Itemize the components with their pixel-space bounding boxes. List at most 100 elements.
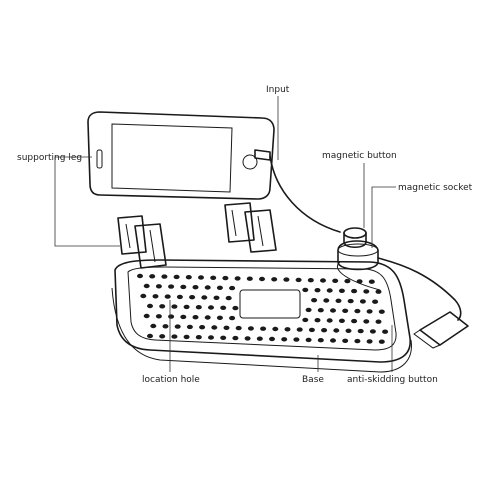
anti-skid-hole <box>342 338 349 343</box>
anti-skid-hole <box>366 309 373 314</box>
anti-skid-hole <box>198 275 204 280</box>
anti-skid-hole <box>201 295 208 300</box>
magnetic-button-top <box>343 227 367 239</box>
anti-skid-hole <box>366 339 373 344</box>
anti-skid-hole <box>204 315 211 320</box>
label-input: Input <box>266 85 290 95</box>
anti-skid-hole <box>269 336 275 342</box>
anti-skid-hole <box>314 288 321 293</box>
anti-skid-hole <box>272 326 279 332</box>
anti-skid-hole <box>308 327 315 333</box>
anti-skid-hole <box>296 327 303 332</box>
anti-skid-hole <box>363 319 370 324</box>
anti-skid-hole <box>147 333 153 339</box>
anti-skid-hole <box>357 328 364 334</box>
anti-skid-hole <box>247 326 254 331</box>
anti-skid-hole <box>234 276 241 281</box>
label-magnetic-button: magnetic button <box>322 151 397 161</box>
leader-magnetic-socket <box>371 186 396 248</box>
phone-screen <box>111 123 233 193</box>
anti-skid-hole <box>378 339 385 344</box>
base-lower-edge <box>111 287 412 373</box>
anti-skid-hole <box>351 318 358 324</box>
anti-skid-hole <box>284 327 291 332</box>
location-hole-slot <box>239 289 301 319</box>
anti-skid-hole <box>137 273 143 279</box>
magnetic-socket-body <box>337 240 379 271</box>
anti-skid-hole <box>271 277 278 282</box>
base-mat <box>111 259 412 373</box>
anti-skid-hole <box>161 274 168 279</box>
anti-skid-hole <box>375 289 382 294</box>
supporting-leg-right <box>224 202 277 253</box>
anti-skid-hole <box>216 285 223 290</box>
anti-skid-hole <box>183 304 190 310</box>
anti-skid-hole <box>195 335 202 340</box>
label-magnetic-socket: magnetic socket <box>398 183 473 193</box>
phone-home-button <box>242 154 258 170</box>
input-cable-wire <box>269 155 341 233</box>
anti-skid-hole <box>281 337 288 342</box>
leg-left-back <box>117 215 147 255</box>
anti-skid-hole <box>173 274 180 280</box>
anti-skid-hole <box>225 295 232 301</box>
anti-skid-hole <box>168 284 175 289</box>
leg-right-front <box>244 209 277 253</box>
anti-skid-hole <box>244 336 251 341</box>
anti-skid-hole <box>210 275 217 280</box>
anti-skid-hole <box>229 285 236 291</box>
anti-skid-hole <box>305 307 312 313</box>
input-cable <box>254 149 341 233</box>
magnetic-button <box>343 227 367 249</box>
anti-skid-hole <box>317 338 324 343</box>
anti-skid-hole <box>149 274 156 279</box>
phone <box>87 111 275 200</box>
magnetic-socket-top <box>337 243 379 257</box>
anti-skid-hole <box>164 294 171 299</box>
anti-skid-hole <box>204 285 211 290</box>
base-outer-rim <box>114 259 411 363</box>
anti-skid-hole <box>295 277 302 283</box>
anti-skid-hole <box>369 329 376 334</box>
anti-skid-hole <box>235 325 242 331</box>
anti-skid-hole <box>189 295 196 300</box>
leg-right-detail <box>231 209 264 247</box>
anti-skid-hole <box>311 298 318 303</box>
usb-cable <box>377 257 462 321</box>
anti-skid-hole <box>333 328 340 333</box>
anti-skid-hole <box>302 317 309 323</box>
anti-skid-hole <box>220 305 227 310</box>
anti-skid-hole <box>305 337 312 343</box>
magnetic-socket <box>337 240 379 271</box>
anti-skid-hole <box>347 298 354 304</box>
anti-skid-hole <box>180 284 187 290</box>
leg-right-back <box>224 202 255 243</box>
lightning-connector <box>254 149 271 161</box>
anti-skid-hole <box>260 326 267 331</box>
anti-skid-hole <box>216 315 223 320</box>
anti-skid-hole <box>192 285 199 290</box>
magnetic-button-body <box>343 232 367 249</box>
anti-skid-hole <box>174 324 181 329</box>
anti-skid-hole <box>345 328 352 333</box>
anti-skid-hole <box>359 299 366 304</box>
anti-skid-hole <box>168 314 175 319</box>
anti-skid-hole <box>256 336 263 341</box>
anti-skid-hole <box>382 329 389 334</box>
anti-skid-hole <box>351 288 358 294</box>
anti-skid-hole <box>232 305 239 311</box>
phone-speaker <box>96 149 103 169</box>
anti-skid-hole <box>342 308 349 313</box>
anti-skid-holes <box>137 273 389 344</box>
anti-skid-hole <box>152 294 159 299</box>
anti-skid-hole <box>171 304 178 309</box>
phone-body <box>87 111 275 200</box>
anti-skid-hole <box>335 298 342 303</box>
anti-skid-hole <box>302 287 309 293</box>
anti-skid-hole <box>147 303 153 309</box>
anti-skid-hole <box>283 277 290 282</box>
label-anti-skidding-button: anti-skidding button <box>347 375 438 385</box>
anti-skid-hole <box>338 288 345 293</box>
anti-skid-hole <box>354 338 361 344</box>
